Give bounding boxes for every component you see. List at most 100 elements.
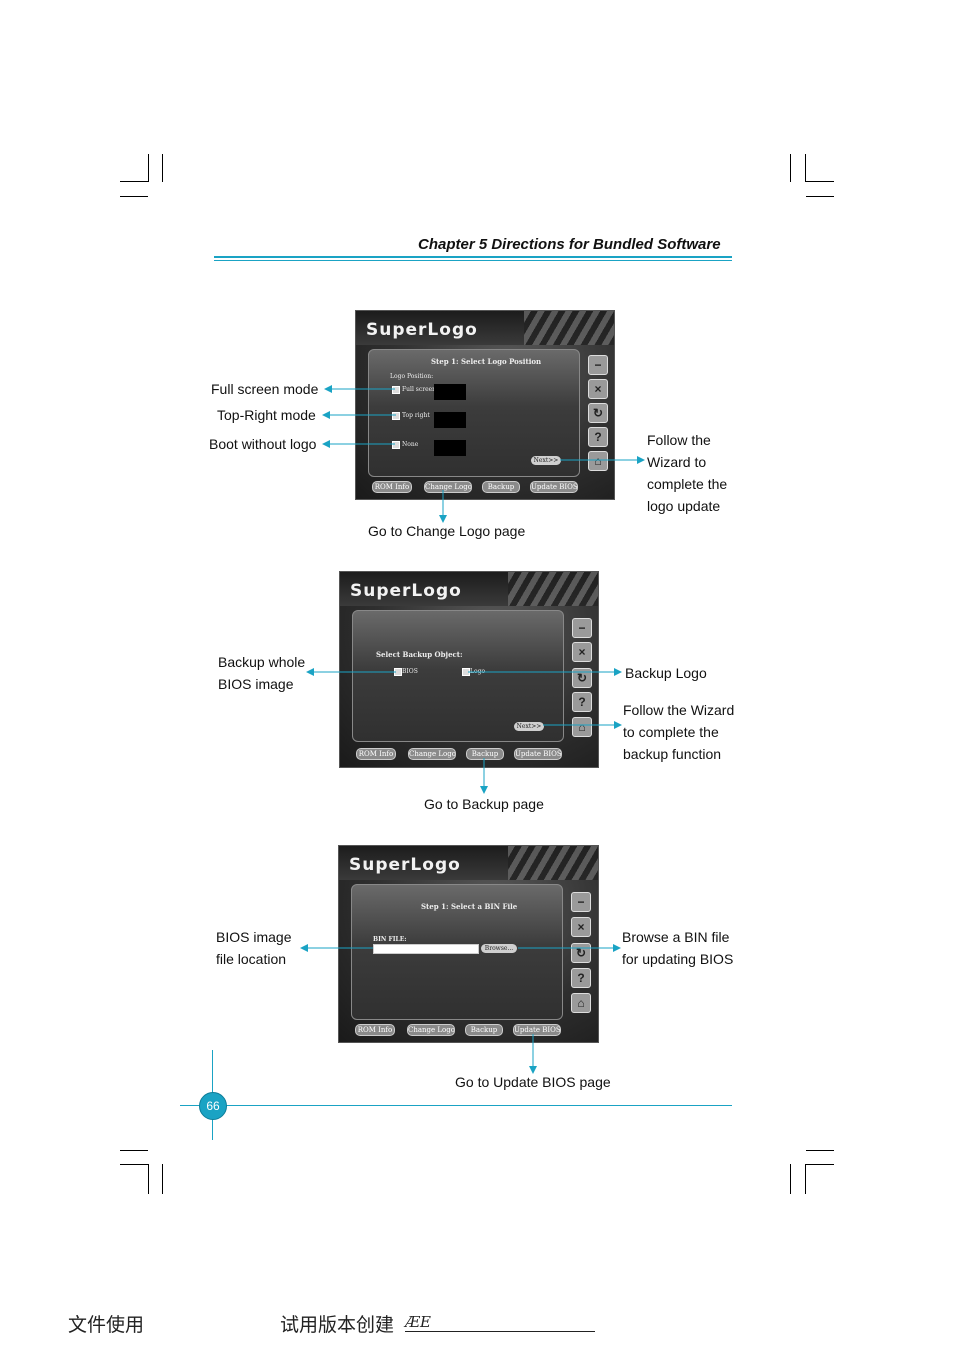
logo-position-label: Logo Position: [390, 373, 434, 380]
help-icon[interactable]: ? [572, 692, 592, 712]
crop-mark [806, 181, 834, 182]
minimize-icon[interactable]: − [588, 355, 608, 375]
bin-file-input[interactable] [373, 944, 479, 954]
tab-update-bios[interactable]: Update BIOS [513, 1024, 561, 1036]
option-none: None [402, 441, 419, 448]
tab-change-logo[interactable]: Change Logo [424, 481, 472, 493]
crop-mark [790, 1164, 791, 1194]
refresh-icon[interactable]: ↻ [588, 403, 608, 423]
crop-mark [805, 1164, 806, 1194]
option-bios: BIOS [402, 668, 418, 675]
header-rule [214, 260, 732, 261]
app-logo: SuperLogo [349, 855, 461, 875]
annotation-full-screen: Full screen mode [211, 381, 319, 397]
app-logo: SuperLogo [350, 581, 462, 601]
next-button[interactable]: Next>> [531, 456, 561, 465]
annotation-top-right: Top-Right mode [217, 407, 316, 423]
crop-mark [805, 154, 806, 182]
radio-full-screen[interactable] [392, 386, 400, 394]
annotation-wizard-backup: Follow the Wizard to complete the backup… [623, 699, 734, 765]
tab-backup[interactable]: Backup [482, 481, 520, 493]
crop-mark [148, 154, 149, 182]
preview-full-screen [434, 384, 466, 400]
tab-change-logo[interactable]: Change Logo [408, 748, 456, 760]
refresh-icon[interactable]: ↻ [572, 668, 592, 688]
crop-mark [806, 1164, 834, 1165]
crop-mark [120, 181, 148, 182]
crop-mark [148, 1164, 149, 1194]
tab-update-bios[interactable]: Update BIOS [514, 748, 562, 760]
decorative-graphic [508, 572, 598, 606]
home-icon[interactable]: ⌂ [588, 451, 608, 471]
annotation-go-change-logo: Go to Change Logo page [368, 523, 526, 539]
option-full-screen: Full screen [402, 386, 437, 393]
close-icon[interactable]: × [571, 917, 591, 937]
option-top-right: Top right [402, 412, 430, 419]
browse-button[interactable]: Browse... [481, 944, 517, 953]
annotation-line: Backup whole [218, 654, 306, 670]
radio-top-right[interactable] [392, 412, 400, 420]
minimize-icon[interactable]: − [571, 892, 591, 912]
crop-mark [120, 1150, 148, 1151]
superlogo-window-change-logo: SuperLogo Step 1: Select Logo Position L… [355, 310, 615, 500]
close-icon[interactable]: × [572, 642, 592, 662]
tab-rom-info[interactable]: ROM Info [356, 748, 396, 760]
superlogo-window-backup: SuperLogo Select Backup Object: BIOS Log… [339, 571, 599, 768]
preview-none [434, 440, 466, 456]
footer-mark: ÆE [405, 1313, 431, 1331]
crop-mark [120, 1164, 148, 1165]
crop-mark [790, 154, 791, 182]
radio-none[interactable] [392, 441, 400, 449]
annotation-browse: Browse a BIN file for updating BIOS [622, 926, 733, 970]
annotation-line: logo update [647, 498, 721, 514]
page-number: 66 [206, 1099, 220, 1113]
close-icon[interactable]: × [588, 379, 608, 399]
crop-mark [806, 196, 834, 197]
home-icon[interactable]: ⌂ [572, 717, 592, 737]
annotation-line: for updating BIOS [622, 951, 734, 967]
app-logo: SuperLogo [366, 320, 478, 340]
chapter-header: Chapter 5 Directions for Bundled Softwar… [418, 236, 721, 253]
decorative-graphic [524, 311, 614, 345]
next-button[interactable]: Next>> [514, 722, 544, 731]
tab-rom-info[interactable]: ROM Info [372, 481, 412, 493]
footer-underline [405, 1331, 595, 1332]
annotation-line: Follow the Wizard [623, 702, 735, 718]
tab-change-logo[interactable]: Change Logo [407, 1024, 455, 1036]
decorative-graphic [508, 846, 598, 880]
home-icon[interactable]: ⌂ [571, 993, 591, 1013]
crop-mark [806, 1150, 834, 1151]
help-icon[interactable]: ? [588, 427, 608, 447]
content-panel [352, 610, 564, 742]
annotation-go-update-bios: Go to Update BIOS page [455, 1074, 611, 1090]
header-rule [214, 256, 732, 258]
annotation-line: to complete the [623, 724, 719, 740]
tab-rom-info[interactable]: ROM Info [355, 1024, 395, 1036]
content-panel [368, 349, 580, 477]
minimize-icon[interactable]: − [572, 618, 592, 638]
crop-mark [162, 1164, 163, 1194]
help-icon[interactable]: ? [571, 968, 591, 988]
annotation-boot-without-logo: Boot without logo [209, 436, 317, 452]
annotation-bios-location: BIOS image file location [216, 926, 291, 970]
page-number-badge: 66 [199, 1092, 227, 1120]
step-title: Step 1: Select a BIN File [421, 902, 518, 911]
annotation-go-backup: Go to Backup page [424, 796, 544, 812]
preview-top-right [434, 412, 466, 428]
tab-backup[interactable]: Backup [465, 1024, 503, 1036]
step-title: Step 1: Select Logo Position [431, 357, 542, 366]
annotation-line: complete the [647, 476, 728, 492]
annotation-wizard-logo: Follow the Wizard to complete the logo u… [647, 429, 727, 517]
tab-update-bios[interactable]: Update BIOS [530, 481, 578, 493]
annotation-backup-logo: Backup Logo [625, 665, 707, 681]
footer-right-text: 试用版本创建 [280, 1314, 395, 1336]
crop-mark [162, 154, 163, 182]
tab-backup[interactable]: Backup [466, 748, 504, 760]
page-footer-rule [180, 1105, 732, 1106]
annotation-backup-whole: Backup whole BIOS image [218, 651, 305, 695]
crop-mark [120, 196, 148, 197]
annotation-line: Browse a BIN file [622, 929, 730, 945]
backup-object-label: Select Backup Object: [376, 650, 463, 659]
annotation-line: BIOS image [218, 676, 294, 692]
